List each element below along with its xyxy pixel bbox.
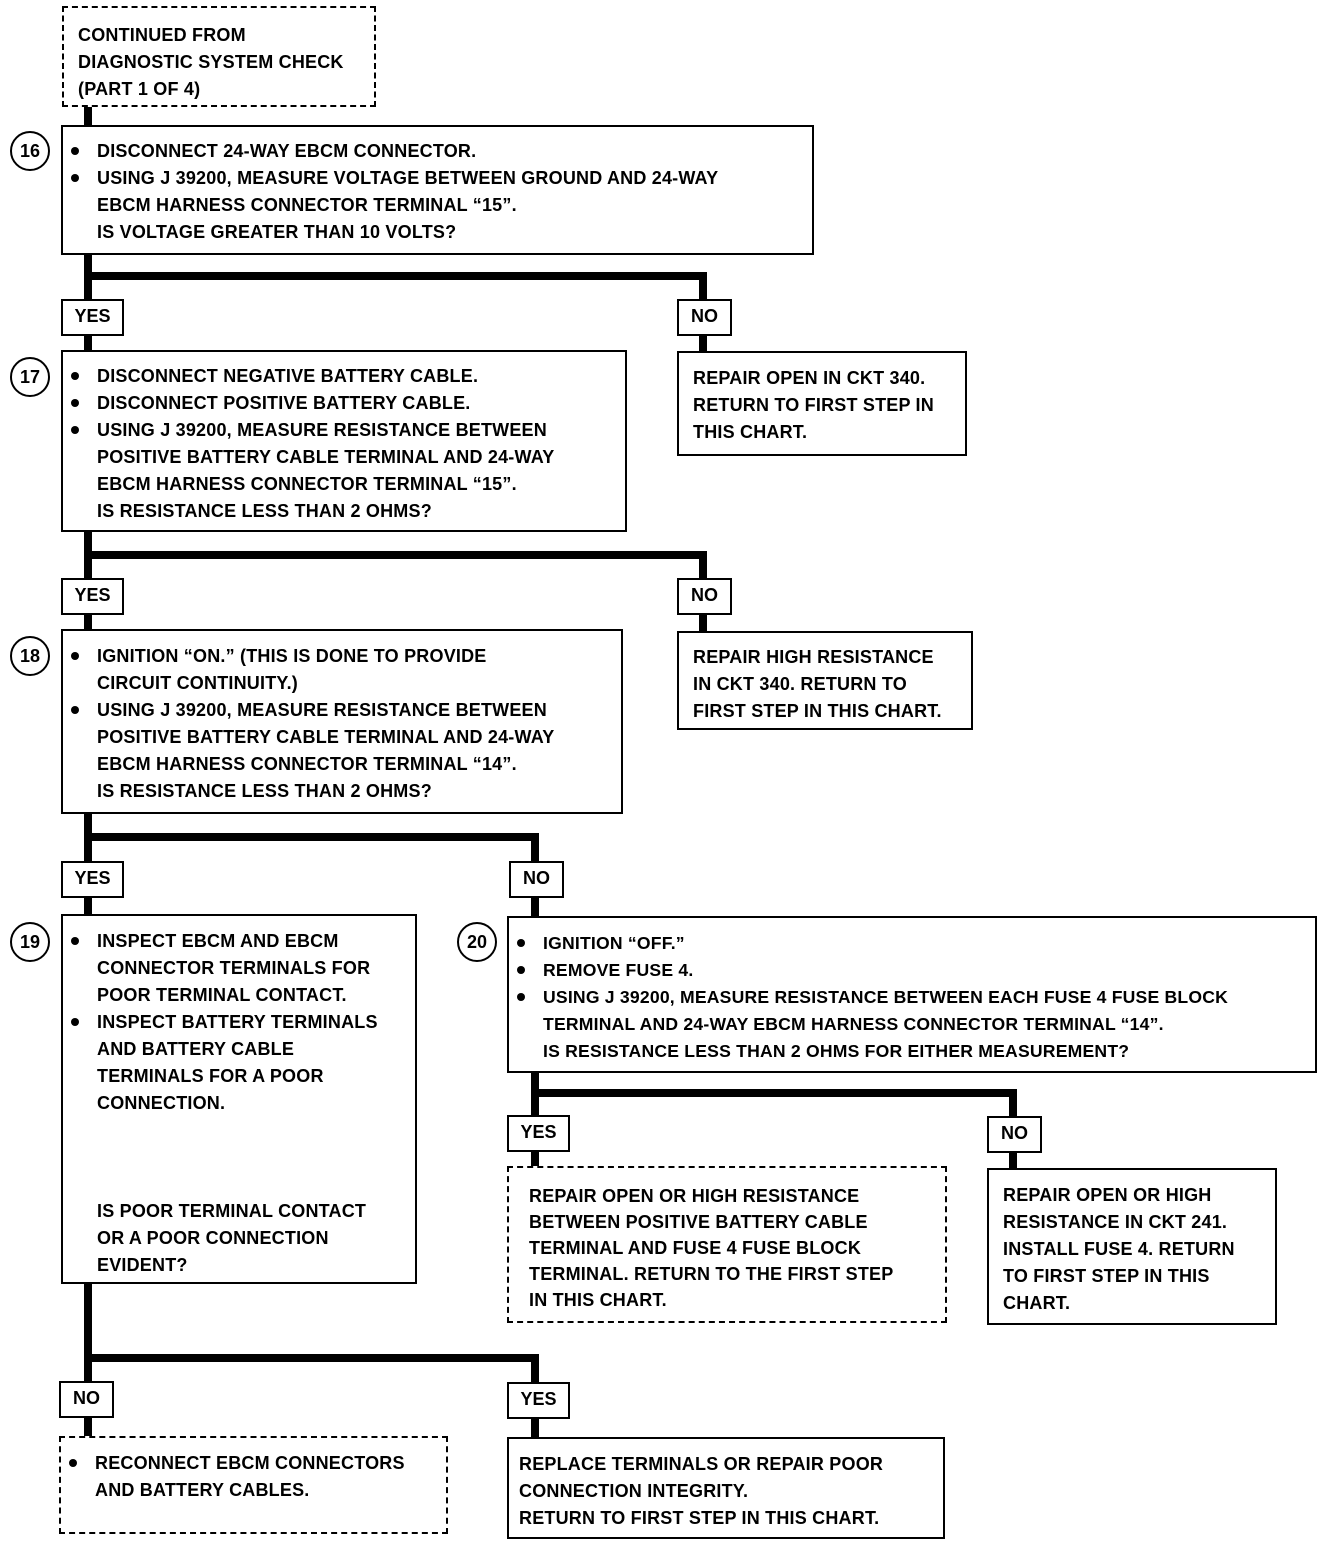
start-line: CONTINUED FROM (78, 25, 246, 45)
step-17-question: IS RESISTANCE LESS THAN 2 OHMS? (97, 501, 432, 521)
step-17-bullet-cont: EBCM HARNESS CONNECTOR TERMINAL “15”. (97, 474, 517, 494)
step-18-yes-label: YES (61, 861, 124, 898)
step-number-20: 20 (457, 922, 497, 962)
step-19-bullet: INSPECT BATTERY TERMINALS (63, 1009, 415, 1036)
result-19-yes-box: REPLACE TERMINALS OR REPAIR POOR CONNECT… (507, 1437, 945, 1539)
step-18-bullet: USING J 39200, MEASURE RESISTANCE BETWEE… (63, 697, 621, 724)
result-20-no-line: INSTALL FUSE 4. RETURN (1003, 1239, 1235, 1259)
result-19-no-box: RECONNECT EBCM CONNECTORS AND BATTERY CA… (59, 1436, 448, 1534)
start-box: CONTINUED FROM DIAGNOSTIC SYSTEM CHECK (… (62, 6, 376, 107)
result-20-no-line: RESISTANCE IN CKT 241. (1003, 1212, 1228, 1232)
result-19-no-bullet: RECONNECT EBCM CONNECTORS (61, 1450, 446, 1477)
step-19-spacer (63, 1117, 415, 1198)
step-16-bullet: DISCONNECT 24-WAY EBCM CONNECTOR. (63, 138, 812, 165)
step-17-box: DISCONNECT NEGATIVE BATTERY CABLE. DISCO… (61, 350, 627, 532)
step-19-bullet-cont: TERMINALS FOR A POOR (97, 1066, 324, 1086)
result-20-yes-line: TERMINAL. RETURN TO THE FIRST STEP (529, 1264, 894, 1284)
step-19-question: OR A POOR CONNECTION (97, 1228, 329, 1248)
step-number-16: 16 (10, 131, 50, 171)
result-20-no-line: TO FIRST STEP IN THIS (1003, 1266, 1210, 1286)
result-19-yes-line: REPLACE TERMINALS OR REPAIR POOR (519, 1454, 884, 1474)
step-19-no-label: NO (59, 1381, 114, 1418)
step-number-19: 19 (10, 922, 50, 962)
connector-19-yes (88, 1354, 539, 1382)
step-19-bullet-cont: CONNECTOR TERMINALS FOR (97, 958, 371, 978)
result-17-no-line: REPAIR HIGH RESISTANCE (693, 647, 934, 667)
step-number-18: 18 (10, 636, 50, 676)
result-20-yes-box: REPAIR OPEN OR HIGH RESISTANCE BETWEEN P… (507, 1166, 947, 1323)
step-18-bullet-cont: EBCM HARNESS CONNECTOR TERMINAL “14”. (97, 754, 517, 774)
connector-18-no (88, 833, 539, 861)
result-16-no-box: REPAIR OPEN IN CKT 340. RETURN TO FIRST … (677, 351, 967, 456)
step-19-yes-label: YES (507, 1382, 570, 1419)
step-17-bullet-cont: POSITIVE BATTERY CABLE TERMINAL AND 24-W… (97, 447, 555, 467)
start-line: (PART 1 OF 4) (78, 79, 201, 99)
step-16-no-label: NO (677, 299, 732, 336)
connector-17-no (88, 551, 707, 578)
step-18-no-label: NO (509, 861, 564, 898)
step-17-bullet: DISCONNECT POSITIVE BATTERY CABLE. (63, 390, 625, 417)
connector-20-no (535, 1089, 1017, 1116)
step-16-bullet-cont: EBCM HARNESS CONNECTOR TERMINAL “15”. (97, 195, 517, 215)
step-number-17: 17 (10, 357, 50, 397)
step-18-bullet-cont: POSITIVE BATTERY CABLE TERMINAL AND 24-W… (97, 727, 555, 747)
result-20-no-line: CHART. (1003, 1293, 1071, 1313)
step-16-yes-label: YES (61, 299, 124, 336)
result-16-no-line: RETURN TO FIRST STEP IN (693, 395, 934, 415)
result-20-yes-line: REPAIR OPEN OR HIGH RESISTANCE (529, 1186, 860, 1206)
step-18-box: IGNITION “ON.” (THIS IS DONE TO PROVIDE … (61, 629, 623, 814)
step-16-box: DISCONNECT 24-WAY EBCM CONNECTOR. USING … (61, 125, 814, 255)
step-17-no-label: NO (677, 578, 732, 615)
step-18-question: IS RESISTANCE LESS THAN 2 OHMS? (97, 781, 432, 801)
step-16-question: IS VOLTAGE GREATER THAN 10 VOLTS? (97, 222, 457, 242)
step-17-bullet: DISCONNECT NEGATIVE BATTERY CABLE. (63, 363, 625, 390)
result-20-yes-line: BETWEEN POSITIVE BATTERY CABLE (529, 1212, 868, 1232)
step-19-box: INSPECT EBCM AND EBCM CONNECTOR TERMINAL… (61, 914, 417, 1284)
result-20-no-box: REPAIR OPEN OR HIGH RESISTANCE IN CKT 24… (987, 1168, 1277, 1325)
step-17-yes-label: YES (61, 578, 124, 615)
result-20-yes-line: IN THIS CHART. (529, 1290, 667, 1310)
step-17-bullet: USING J 39200, MEASURE RESISTANCE BETWEE… (63, 417, 625, 444)
result-20-yes-line: TERMINAL AND FUSE 4 FUSE BLOCK (529, 1238, 862, 1258)
result-19-yes-line: CONNECTION INTEGRITY. (519, 1481, 749, 1501)
result-17-no-line: IN CKT 340. RETURN TO (693, 674, 907, 694)
step-18-bullet: IGNITION “ON.” (THIS IS DONE TO PROVIDE (63, 643, 621, 670)
step-18-bullet-cont: CIRCUIT CONTINUITY.) (97, 673, 298, 693)
step-19-bullet-cont: AND BATTERY CABLE (97, 1039, 295, 1059)
step-20-no-label: NO (987, 1116, 1042, 1153)
step-16-bullet: USING J 39200, MEASURE VOLTAGE BETWEEN G… (63, 165, 812, 192)
result-17-no-line: FIRST STEP IN THIS CHART. (693, 701, 942, 721)
step-19-bullet-cont: POOR TERMINAL CONTACT. (97, 985, 347, 1005)
step-19-question: EVIDENT? (97, 1255, 188, 1275)
step-19-bullet: INSPECT EBCM AND EBCM (63, 928, 415, 955)
result-19-yes-line: RETURN TO FIRST STEP IN THIS CHART. (519, 1508, 880, 1528)
step-20-question: IS RESISTANCE LESS THAN 2 OHMS FOR EITHE… (543, 1041, 1130, 1061)
result-20-no-line: REPAIR OPEN OR HIGH (1003, 1185, 1212, 1205)
step-20-bullet: USING J 39200, MEASURE RESISTANCE BETWEE… (509, 984, 1315, 1011)
connector-16-no (88, 272, 707, 299)
step-19-question: IS POOR TERMINAL CONTACT (97, 1201, 367, 1221)
step-20-box: IGNITION “OFF.” REMOVE FUSE 4. USING J 3… (507, 916, 1317, 1073)
step-20-bullet-cont: TERMINAL AND 24-WAY EBCM HARNESS CONNECT… (543, 1014, 1164, 1034)
result-19-no-bullet-cont: AND BATTERY CABLES. (95, 1480, 310, 1500)
step-20-bullet: REMOVE FUSE 4. (509, 957, 1315, 984)
start-line: DIAGNOSTIC SYSTEM CHECK (78, 52, 344, 72)
step-19-bullet-cont: CONNECTION. (97, 1093, 226, 1113)
result-16-no-line: THIS CHART. (693, 422, 808, 442)
result-17-no-box: REPAIR HIGH RESISTANCE IN CKT 340. RETUR… (677, 631, 973, 730)
result-16-no-line: REPAIR OPEN IN CKT 340. (693, 368, 926, 388)
step-20-bullet: IGNITION “OFF.” (509, 930, 1315, 957)
step-20-yes-label: YES (507, 1115, 570, 1152)
